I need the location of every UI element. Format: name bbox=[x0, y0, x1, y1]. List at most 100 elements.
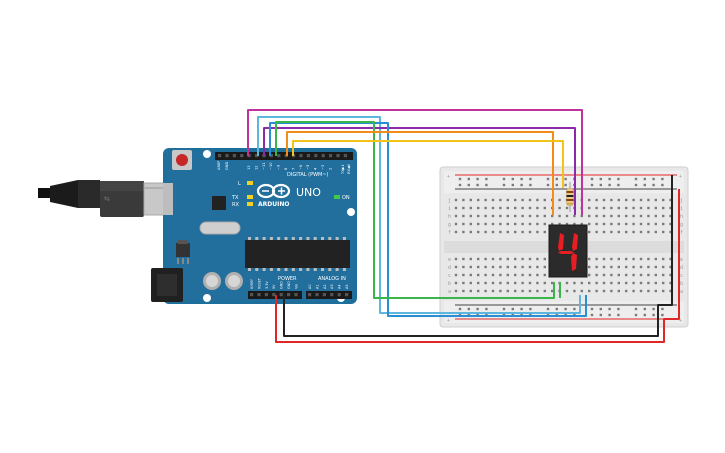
wire-lime[interactable] bbox=[374, 282, 561, 299]
bb-hole[interactable] bbox=[506, 214, 509, 218]
header-hole[interactable] bbox=[240, 154, 244, 158]
bb-rail-hole[interactable] bbox=[529, 183, 532, 187]
bb-hole[interactable] bbox=[639, 257, 643, 261]
bb-hole[interactable] bbox=[595, 214, 598, 218]
bb-rail-hole[interactable] bbox=[608, 183, 611, 187]
bb-rail-hole[interactable] bbox=[485, 177, 488, 181]
bb-hole[interactable] bbox=[610, 273, 613, 277]
bb-hole[interactable] bbox=[528, 198, 532, 202]
bb-hole[interactable] bbox=[610, 230, 613, 234]
bb-hole[interactable] bbox=[454, 222, 458, 226]
bb-hole[interactable] bbox=[647, 289, 650, 293]
bb-rail-hole[interactable] bbox=[599, 307, 602, 311]
header-hole[interactable] bbox=[225, 154, 229, 158]
bb-rail-hole[interactable] bbox=[634, 183, 638, 187]
bb-hole[interactable] bbox=[662, 206, 665, 210]
header-hole[interactable] bbox=[287, 293, 291, 297]
bb-hole[interactable] bbox=[499, 257, 502, 261]
bb-hole[interactable] bbox=[536, 198, 539, 202]
bb-rail-hole[interactable] bbox=[529, 307, 532, 311]
bb-hole[interactable] bbox=[543, 265, 546, 269]
header-hole[interactable] bbox=[329, 154, 333, 158]
bb-hole[interactable] bbox=[454, 289, 458, 293]
bb-hole[interactable] bbox=[602, 206, 606, 210]
bb-hole[interactable] bbox=[521, 230, 524, 234]
bb-hole[interactable] bbox=[499, 273, 502, 277]
bb-hole[interactable] bbox=[602, 230, 606, 234]
bb-rail-hole[interactable] bbox=[617, 183, 620, 187]
bb-hole[interactable] bbox=[477, 230, 480, 234]
bb-hole[interactable] bbox=[595, 273, 598, 277]
bb-rail-hole[interactable] bbox=[511, 307, 514, 311]
bb-hole[interactable] bbox=[462, 281, 465, 285]
bb-hole[interactable] bbox=[543, 289, 546, 293]
bb-rail-hole[interactable] bbox=[599, 313, 602, 317]
bb-hole[interactable] bbox=[506, 206, 509, 210]
wire-orange[interactable] bbox=[286, 131, 554, 215]
bb-rail-hole[interactable] bbox=[467, 183, 470, 187]
bb-hole[interactable] bbox=[477, 265, 480, 269]
bb-hole[interactable] bbox=[528, 265, 532, 269]
bb-hole[interactable] bbox=[491, 222, 495, 226]
bb-hole[interactable] bbox=[602, 265, 606, 269]
bb-hole[interactable] bbox=[573, 222, 576, 226]
bb-hole[interactable] bbox=[669, 289, 672, 293]
bb-hole[interactable] bbox=[662, 230, 665, 234]
arduino-uno-board[interactable]: L TX RX ON ARDUINO UNO DIGITAL (PWM~) AR… bbox=[151, 148, 357, 304]
bb-hole[interactable] bbox=[543, 281, 546, 285]
bb-hole[interactable] bbox=[669, 230, 672, 234]
bb-rail-hole[interactable] bbox=[476, 307, 479, 311]
bb-hole[interactable] bbox=[491, 281, 495, 285]
bb-hole[interactable] bbox=[625, 281, 628, 285]
bb-hole[interactable] bbox=[477, 206, 480, 210]
bb-hole[interactable] bbox=[647, 281, 650, 285]
bb-rail-hole[interactable] bbox=[520, 307, 523, 311]
bb-hole[interactable] bbox=[462, 214, 465, 218]
bb-rail-hole[interactable] bbox=[555, 183, 558, 187]
bb-hole[interactable] bbox=[669, 265, 672, 269]
bb-hole[interactable] bbox=[454, 265, 458, 269]
bb-hole[interactable] bbox=[536, 214, 539, 218]
bb-rail-hole[interactable] bbox=[546, 183, 550, 187]
bb-hole[interactable] bbox=[632, 257, 635, 261]
bb-hole[interactable] bbox=[662, 222, 665, 226]
bb-hole[interactable] bbox=[536, 206, 539, 210]
bb-hole[interactable] bbox=[521, 273, 524, 277]
bb-hole[interactable] bbox=[454, 214, 458, 218]
bb-hole[interactable] bbox=[462, 230, 465, 234]
bb-hole[interactable] bbox=[462, 265, 465, 269]
bb-hole[interactable] bbox=[514, 230, 517, 234]
bb-hole[interactable] bbox=[602, 214, 606, 218]
bb-hole[interactable] bbox=[588, 265, 591, 269]
header-hole[interactable] bbox=[345, 293, 349, 297]
bb-hole[interactable] bbox=[639, 265, 643, 269]
header-hole[interactable] bbox=[322, 293, 326, 297]
bb-hole[interactable] bbox=[654, 214, 657, 218]
bb-hole[interactable] bbox=[639, 214, 643, 218]
bb-hole[interactable] bbox=[462, 206, 465, 210]
bb-rail-hole[interactable] bbox=[617, 177, 620, 181]
bb-hole[interactable] bbox=[469, 222, 472, 226]
bb-rail-hole[interactable] bbox=[590, 183, 594, 187]
bb-rail-hole[interactable] bbox=[573, 307, 576, 311]
bb-hole[interactable] bbox=[506, 281, 509, 285]
wire-red[interactable] bbox=[275, 189, 680, 343]
bb-hole[interactable] bbox=[632, 222, 635, 226]
bb-hole[interactable] bbox=[536, 265, 539, 269]
bb-hole[interactable] bbox=[521, 222, 524, 226]
bb-hole[interactable] bbox=[551, 289, 554, 293]
wire-cyan[interactable] bbox=[257, 116, 581, 314]
header-hole[interactable] bbox=[279, 293, 283, 297]
bb-hole[interactable] bbox=[528, 230, 532, 234]
bb-hole[interactable] bbox=[454, 206, 458, 210]
bb-rail-hole[interactable] bbox=[564, 183, 567, 187]
bb-hole[interactable] bbox=[602, 289, 606, 293]
bb-hole[interactable] bbox=[602, 198, 606, 202]
bb-hole[interactable] bbox=[491, 198, 495, 202]
bb-hole[interactable] bbox=[595, 265, 598, 269]
bb-hole[interactable] bbox=[543, 206, 546, 210]
bb-rail-hole[interactable] bbox=[511, 183, 514, 187]
bb-hole[interactable] bbox=[625, 222, 628, 226]
bb-hole[interactable] bbox=[499, 289, 502, 293]
bb-hole[interactable] bbox=[491, 214, 495, 218]
